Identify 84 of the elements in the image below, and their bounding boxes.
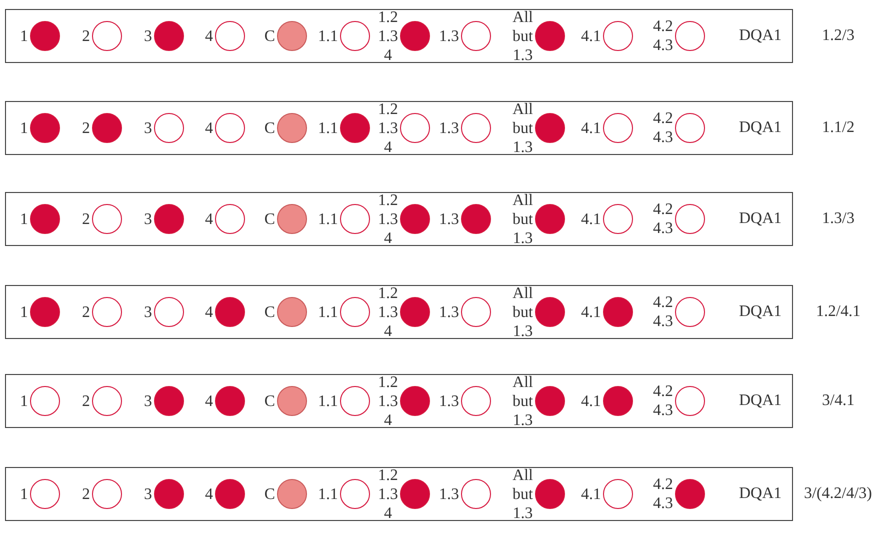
probe-label: 4.2 4.3 bbox=[653, 382, 673, 420]
genotype-label: 1.2/3 bbox=[822, 27, 854, 45]
probe-label: All but 1.3 bbox=[512, 284, 533, 340]
probe-label: 1.2 1.3 4 bbox=[378, 372, 398, 430]
probe-label: 4 bbox=[205, 210, 213, 228]
test-strip bbox=[5, 467, 793, 521]
genotype-label: 1.2/4.1 bbox=[816, 303, 860, 321]
probe-label: All but 1.3 bbox=[512, 190, 533, 248]
probe-label: 4.1 bbox=[581, 484, 601, 504]
probe-label: C bbox=[264, 118, 275, 138]
probe-label: 1.1 bbox=[318, 392, 338, 410]
probe-label: 4.2 4.3 bbox=[653, 293, 673, 331]
probe-label: 1 bbox=[20, 302, 28, 322]
test-strip bbox=[5, 9, 793, 63]
probe-label: 3 bbox=[144, 118, 152, 138]
probe-label: 1.3 bbox=[439, 302, 459, 322]
probe-label: 2 bbox=[82, 26, 90, 46]
probe-label: 4.1 bbox=[581, 210, 601, 228]
probe-label: 4 bbox=[205, 302, 213, 322]
test-strip bbox=[5, 374, 793, 428]
genotype-label: 3/4.1 bbox=[822, 392, 854, 410]
probe-label: 1.2 1.3 4 bbox=[378, 8, 398, 64]
probe-label: 3 bbox=[144, 26, 152, 46]
test-strip bbox=[5, 101, 793, 155]
probe-label: All but 1.3 bbox=[512, 466, 533, 522]
locus-label: DQA1 bbox=[739, 392, 782, 410]
probe-label: 4.2 4.3 bbox=[653, 109, 673, 147]
probe-label: 1 bbox=[20, 484, 28, 504]
probe-label: 2 bbox=[82, 484, 90, 504]
probe-label: 4 bbox=[205, 118, 213, 138]
probe-label: 4.1 bbox=[581, 392, 601, 410]
probe-label: 1 bbox=[20, 118, 28, 138]
probe-label: 1.1 bbox=[318, 302, 338, 322]
locus-label: DQA1 bbox=[739, 210, 782, 228]
locus-label: DQA1 bbox=[739, 27, 782, 45]
probe-label: C bbox=[264, 484, 275, 504]
probe-label: 1.3 bbox=[439, 484, 459, 504]
probe-label: All but 1.3 bbox=[512, 100, 533, 156]
probe-label: 4 bbox=[205, 392, 213, 410]
probe-label: 1.2 1.3 4 bbox=[378, 100, 398, 156]
probe-label: 1.1 bbox=[318, 484, 338, 504]
probe-label: All but 1.3 bbox=[512, 8, 533, 64]
probe-label: 1.3 bbox=[439, 26, 459, 46]
probe-label: 2 bbox=[82, 302, 90, 322]
probe-label: 1 bbox=[20, 26, 28, 46]
probe-label: C bbox=[264, 302, 275, 322]
genotype-label: 1.3/3 bbox=[822, 210, 854, 228]
probe-label: 2 bbox=[82, 392, 90, 410]
probe-label: 2 bbox=[82, 210, 90, 228]
probe-label: 4.1 bbox=[581, 26, 601, 46]
probe-label: C bbox=[264, 210, 275, 228]
probe-label: 2 bbox=[82, 118, 90, 138]
probe-label: 1.3 bbox=[439, 392, 459, 410]
probe-label: 1.1 bbox=[318, 26, 338, 46]
probe-label: 1 bbox=[20, 392, 28, 410]
genotype-label: 1.1/2 bbox=[822, 119, 854, 137]
probe-label: 1.3 bbox=[439, 118, 459, 138]
probe-label: 4.2 4.3 bbox=[653, 17, 673, 55]
genotype-label: 3/(4.2/4/3) bbox=[804, 485, 872, 503]
probe-label: 1.1 bbox=[318, 118, 338, 138]
probe-label: 1 bbox=[20, 210, 28, 228]
probe-label: 1.1 bbox=[318, 210, 338, 228]
probe-label: All but 1.3 bbox=[512, 372, 533, 430]
probe-label: 1.2 1.3 4 bbox=[378, 190, 398, 248]
probe-label: 4 bbox=[205, 484, 213, 504]
probe-label: 1.2 1.3 4 bbox=[378, 466, 398, 522]
probe-label: 1.3 bbox=[439, 210, 459, 228]
locus-label: DQA1 bbox=[739, 485, 782, 503]
probe-label: 4.1 bbox=[581, 302, 601, 322]
test-strip bbox=[5, 192, 793, 246]
probe-label: 4.2 4.3 bbox=[653, 475, 673, 513]
locus-label: DQA1 bbox=[739, 119, 782, 137]
probe-label: C bbox=[264, 26, 275, 46]
test-strip bbox=[5, 285, 793, 339]
probe-label: C bbox=[264, 392, 275, 410]
probe-label: 3 bbox=[144, 484, 152, 504]
probe-label: 3 bbox=[144, 392, 152, 410]
probe-label: 3 bbox=[144, 210, 152, 228]
probe-label: 4.1 bbox=[581, 118, 601, 138]
probe-label: 4.2 4.3 bbox=[653, 200, 673, 238]
probe-label: 1.2 1.3 4 bbox=[378, 284, 398, 340]
locus-label: DQA1 bbox=[739, 303, 782, 321]
probe-label: 3 bbox=[144, 302, 152, 322]
probe-label: 4 bbox=[205, 26, 213, 46]
